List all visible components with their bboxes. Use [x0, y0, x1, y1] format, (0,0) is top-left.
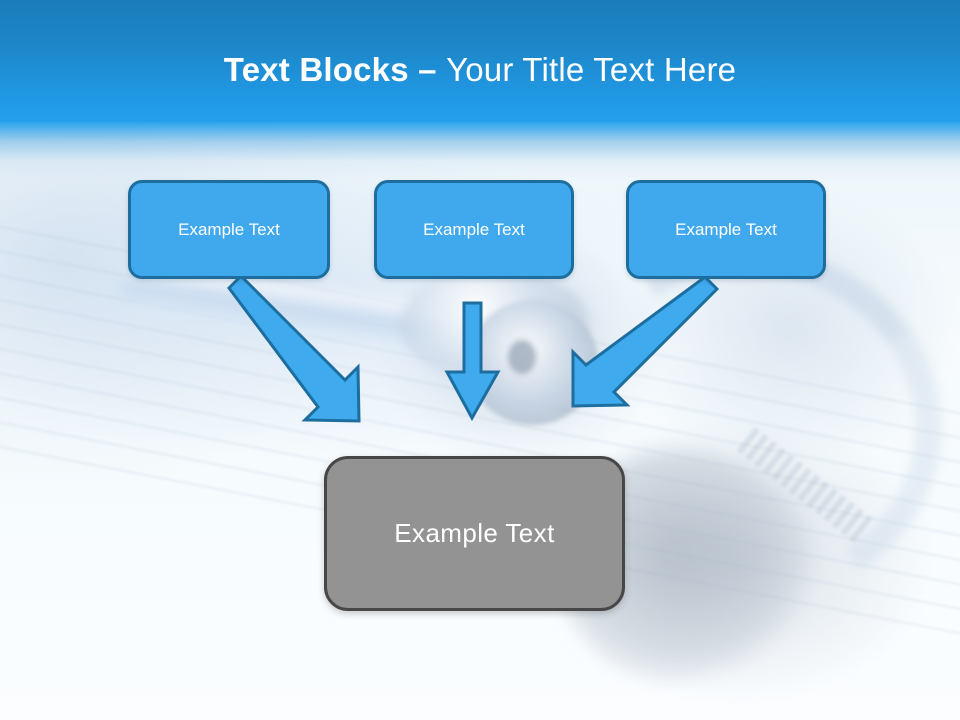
title-bar: [0, 0, 960, 122]
title-bar-fade: [0, 122, 960, 180]
text-block-1[interactable]: Example Text: [128, 180, 330, 279]
page-title-separator: –: [418, 51, 447, 88]
text-block-3[interactable]: Example Text: [626, 180, 826, 279]
page-title: Text Blocks – Your Title Text Here: [0, 50, 960, 90]
result-block[interactable]: Example Text: [324, 456, 625, 611]
page-title-bold: Text Blocks: [223, 51, 419, 88]
text-block-2-label: Example Text: [423, 219, 525, 239]
text-block-1-label: Example Text: [178, 219, 280, 239]
result-block-label: Example Text: [394, 518, 555, 548]
stethoscope-bell-center: [508, 340, 536, 374]
page-title-regular: Your Title Text Here: [446, 51, 737, 88]
text-block-3-label: Example Text: [675, 219, 777, 239]
text-block-2[interactable]: Example Text: [374, 180, 574, 279]
